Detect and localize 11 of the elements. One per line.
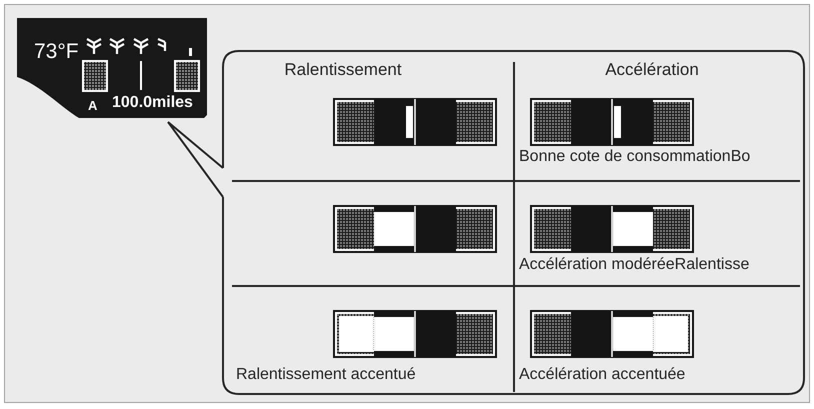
trip-label: A xyxy=(88,99,98,114)
distance-readout: 100.0miles xyxy=(112,94,193,112)
gauge-caption: Bonne cote de consommationBo xyxy=(519,148,750,166)
gauge-caption: Accélération accentuée xyxy=(519,366,686,384)
callout-panel xyxy=(222,50,805,395)
column-heading: Accélération xyxy=(604,60,700,80)
temperature-readout: 73°F xyxy=(34,40,79,64)
gauge-caption: Ralentissement accentué xyxy=(236,366,416,384)
gauge-caption: Accélération modéréeRalentisse xyxy=(519,256,750,274)
column-heading: Ralentissement xyxy=(283,60,403,80)
display-screen xyxy=(17,18,207,118)
